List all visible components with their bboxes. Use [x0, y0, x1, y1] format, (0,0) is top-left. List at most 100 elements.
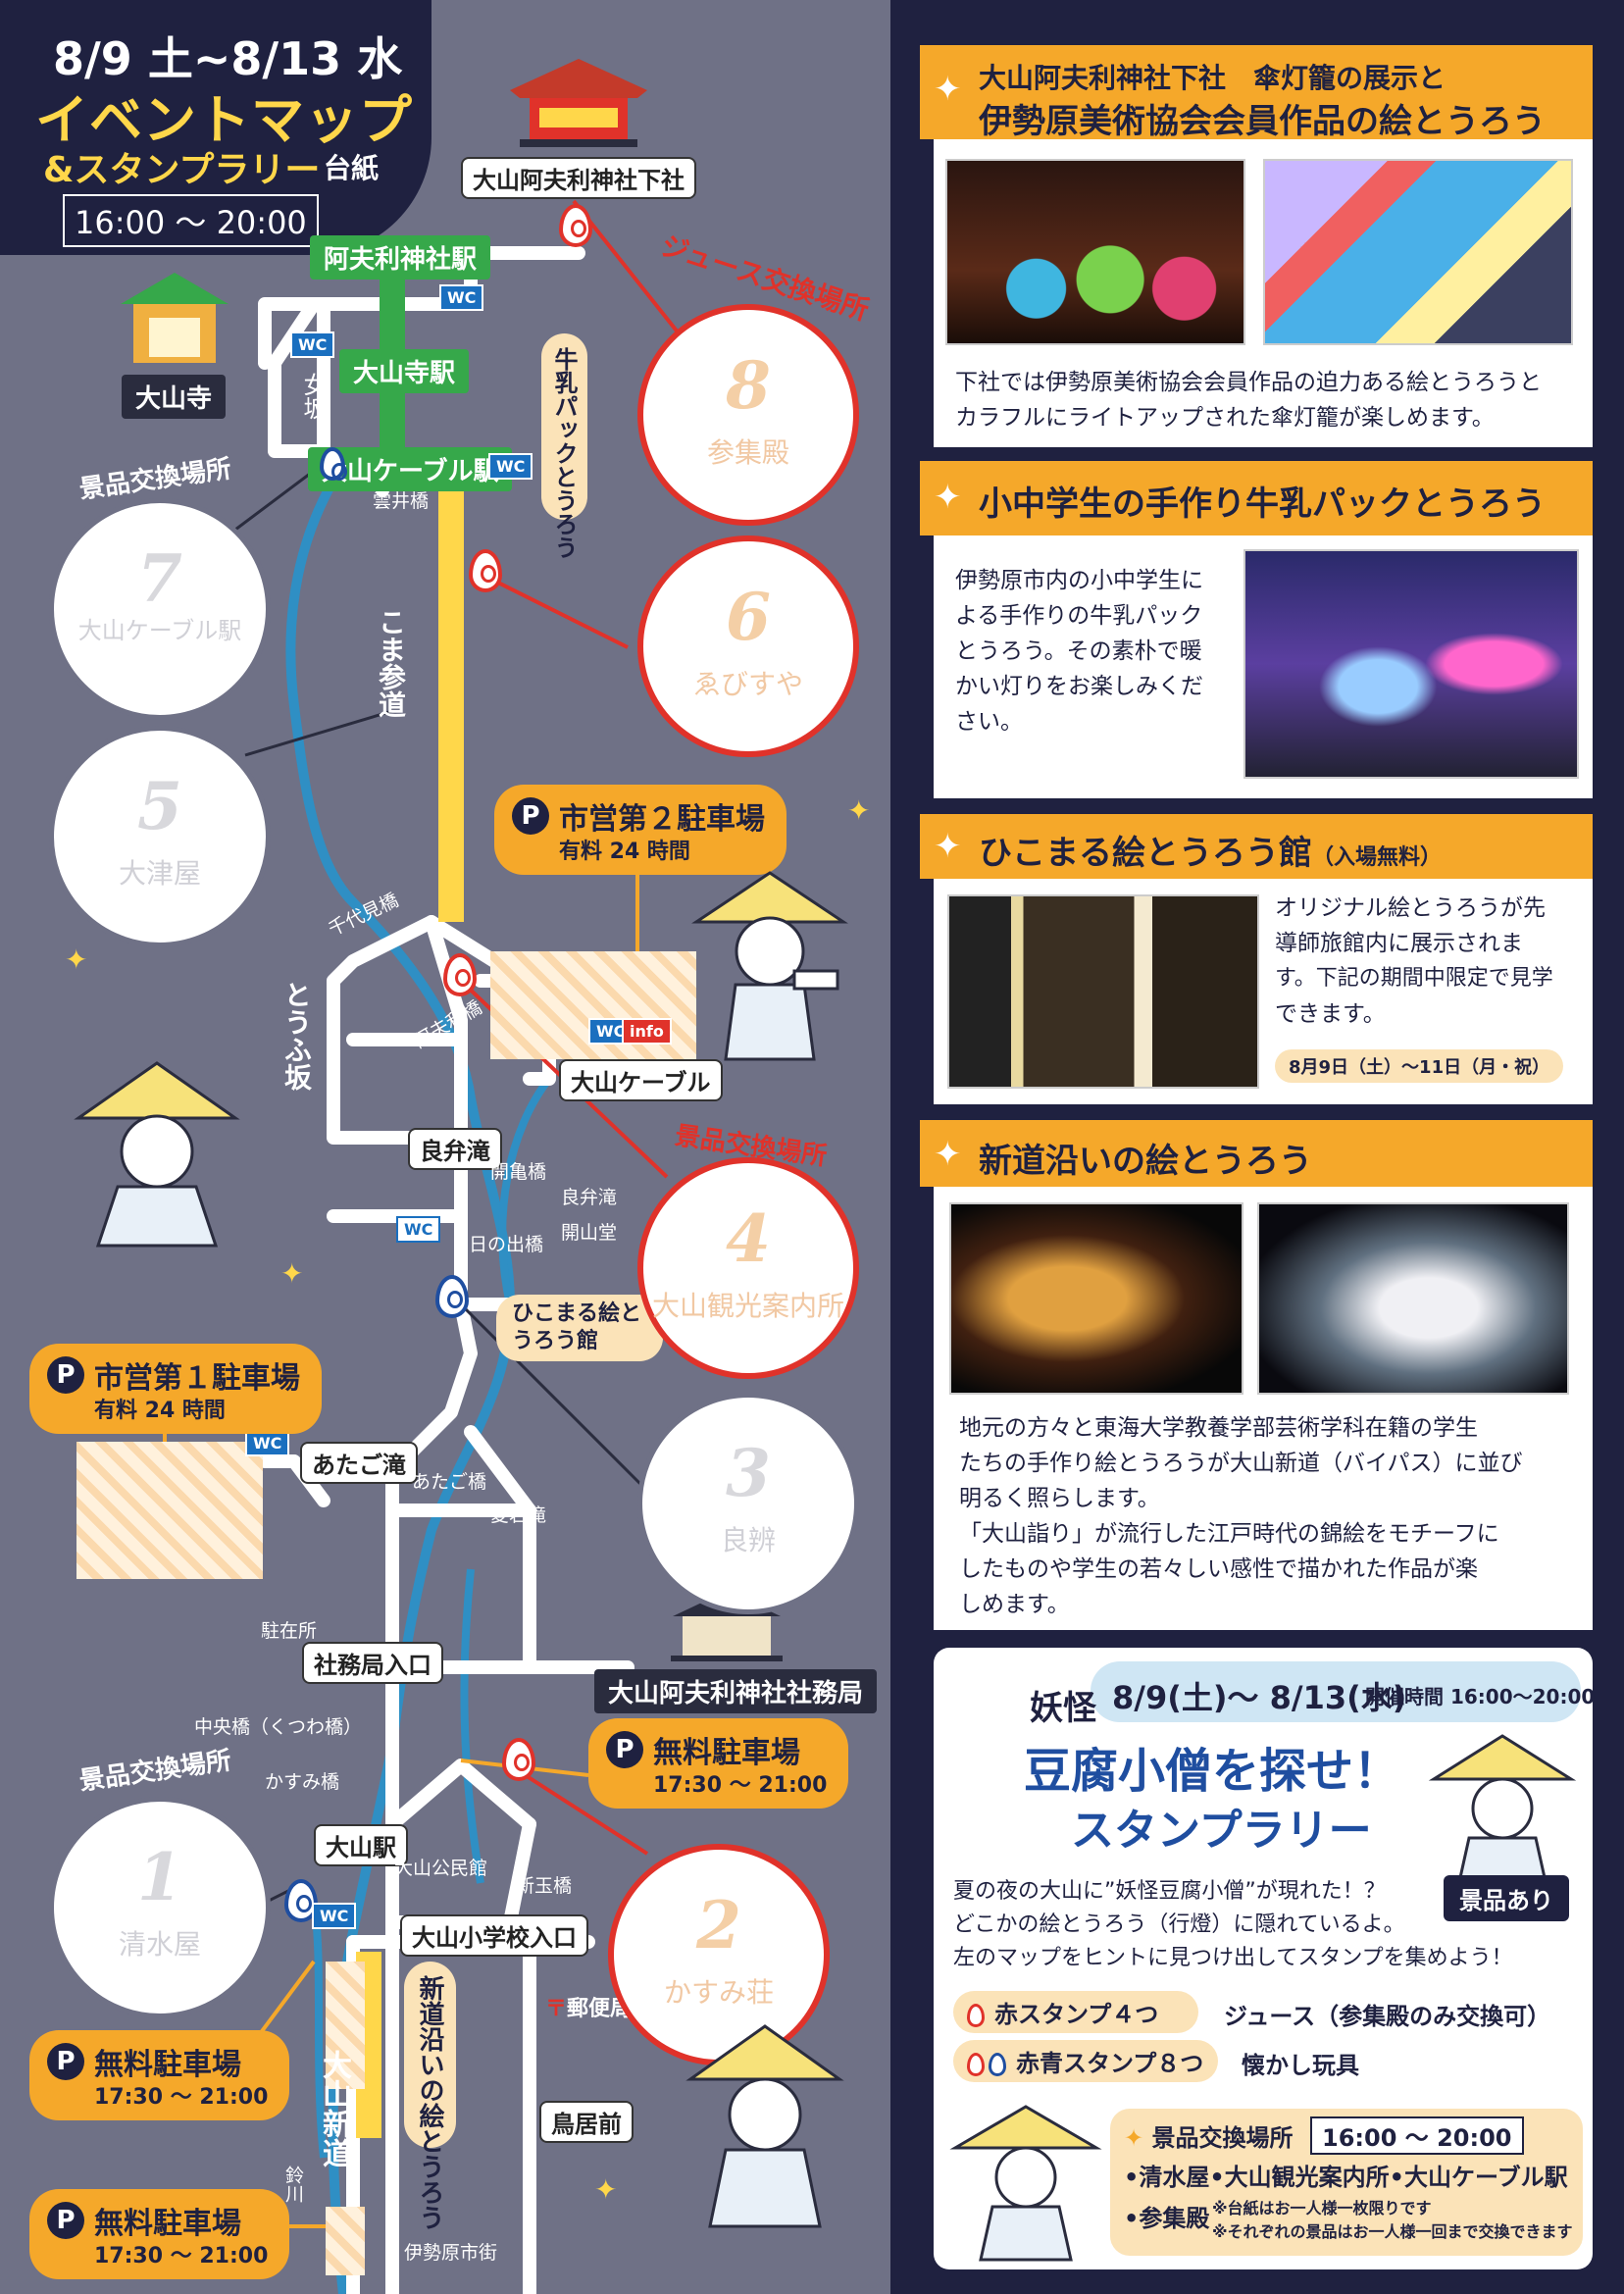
wc-icon: WC [488, 453, 533, 480]
card-title: 新道沿いの絵とうろう [979, 1142, 1312, 1181]
card-body-line: しめます。 [959, 1592, 1070, 1617]
exchange-time: 16:00 〜 20:00 [1310, 2116, 1524, 2155]
card-title: ひこまる絵とうろう館（入場無料） [979, 826, 1442, 874]
oyama-shindo-label: 大山新道 [317, 2050, 351, 2167]
card-body-line: よる手作りの牛乳パック [955, 603, 1203, 629]
exchange-note: ※台紙はお一人様一枚限りです [1212, 2199, 1432, 2218]
milk-pack-label: 牛乳パックとうろう [541, 333, 587, 559]
shrine-icon [500, 51, 657, 149]
wc-icon: WC [439, 284, 484, 311]
atago-bashi-label: あたご橋 [412, 1471, 487, 1493]
card-body-line: たちの手作り絵とうろうが大山新道（バイパス）に並び [959, 1451, 1523, 1476]
kominkan-label: 大山公民館 [394, 1858, 488, 1879]
parking-detail: 17:30 〜 21:00 [94, 2085, 269, 2110]
free-parking-area-a [326, 1962, 365, 2089]
parking-name: 無料駐車場 [94, 2207, 241, 2241]
isehara-city-label: 伊勢原市街 [404, 2242, 498, 2264]
stamp-rally-body-line: どこかの絵とうろう（行燈）に隠れているよ。 [953, 1912, 1405, 1937]
sparkle-icon: ✦ [934, 1135, 962, 1174]
stamp-rally-dates: 8/9(土)〜 8/13(水) [1112, 1679, 1407, 1716]
exchange-places-line1: •清水屋•大山観光案内所•大山ケーブル駅 [1124, 2164, 1568, 2191]
card-body-line: したものや学生の若々しい感性で描かれた作品が楽 [959, 1556, 1478, 1582]
photo-milk-lanterns [1243, 549, 1579, 779]
stamp-rally-dates-bar: 8/9(土)〜 8/13(水) 開催時間 16:00〜20:00 [1091, 1661, 1595, 1722]
sparkle-icon: ✦ [934, 827, 962, 866]
event-dates: 8/9 土~8/13 水 [53, 32, 403, 85]
card-header: ✦ 小中学生の手作り牛乳パックとうろう [920, 461, 1593, 535]
card-header: ✦ ひこまる絵とうろう館（入場無料） [920, 814, 1593, 879]
post-office-label: 〒郵便局 [545, 1991, 632, 2022]
tofu-kozo-character [59, 1049, 255, 1265]
shintama-bashi-label: 新玉橋 [516, 1875, 573, 1897]
stamp-pin-2 [502, 1738, 535, 1781]
temple-icon [116, 267, 233, 375]
stamp-name: 清水屋 [118, 1928, 201, 1961]
card-body-line: 地元の方々と東海大学教養学部芸術学科在籍の学生 [959, 1415, 1478, 1441]
elementary-entrance: 大山小学校入口 [400, 1914, 588, 1957]
exchange-title-text: 景品交換場所 [1151, 2124, 1294, 2152]
police-box-label: 駐在所 [261, 1620, 318, 1642]
tofu-kozo-character [686, 863, 853, 1089]
card-body-line: 導師旅館内に展示されま [1275, 931, 1523, 956]
stamp-pin-hikomaru [435, 1275, 469, 1318]
card-shindo-lanterns: ✦ 新道沿いの絵とうろう 地元の方々と東海大学教養学部芸術学科在籍の学生 たちの… [920, 1120, 1593, 1630]
info-icon: info [622, 1018, 672, 1045]
card-body-line: 下社では伊勢原美術協会会員作品の迫力ある絵とうろうと [955, 370, 1542, 395]
shamukyoku-label: 大山阿夫利神社社務局 [594, 1669, 878, 1713]
stamp-number: 1 [137, 1839, 182, 1915]
reward-red-stamps: 赤スタンプ４つ [953, 1991, 1198, 2033]
shrine-label: 大山阿夫利神社下社 [461, 157, 696, 199]
wc-icon: WC [245, 1430, 290, 1456]
card-title-line2: 伊勢原美術協会会員作品の絵とうろう [979, 102, 1546, 141]
exchange-title: ✦ 景品交換場所 [1124, 2118, 1293, 2153]
sparkle-icon: ✦ [847, 794, 871, 827]
bus-stop-oyama-cable: 大山ケーブル [559, 1059, 723, 1101]
stamp-circle-7: 7 大山ケーブル駅 [49, 498, 271, 720]
reward-label: 赤スタンプ４つ [994, 2001, 1159, 2028]
photo-shindo-lantern-1 [949, 1202, 1243, 1395]
photo-art-lanterns [1263, 159, 1573, 345]
parking-detail: 17:30 〜 21:00 [653, 1773, 828, 1798]
atago-taki-dot: 愛宕滝 [490, 1504, 547, 1526]
onnazaka-label: 女坂 [299, 373, 327, 420]
parking-icon: P [47, 2043, 84, 2080]
photo-umbrella-lanterns [945, 159, 1245, 345]
stamp-pin-4 [443, 953, 477, 996]
atago-taki-label: あたご滝 [300, 1442, 418, 1484]
sparkle-icon: ✦ [1124, 2124, 1152, 2152]
roben-taki-dot: 良弁滝 [561, 1187, 618, 1208]
card-body-line: 明るく照らします。 [959, 1486, 1160, 1511]
post-office-icon: 〒 [545, 1997, 568, 2021]
hikomaru-hall-label: ひこまる絵とうろう館 [496, 1295, 663, 1361]
photo-hikomaru-hall [947, 894, 1259, 1089]
free-parking-area-b [326, 2207, 365, 2275]
blue-stamp-icon [989, 2053, 1006, 2076]
stamp-circle-6: 6 ゑびすや [637, 535, 859, 757]
sparkle-icon: ✦ [65, 943, 88, 976]
hall-open-period: 8月9日（土）〜11日（月・祝） [1275, 1049, 1564, 1083]
stamp-number: 6 [726, 579, 771, 655]
card-body-line: できます。 [1275, 1001, 1386, 1027]
card-body-line: さい。 [955, 709, 1023, 735]
card-body-line: す。下記の期間中限定で見学 [1275, 966, 1553, 991]
reward-prize: ジュース（参集殿のみ交換可） [1224, 2003, 1551, 2030]
koma-sando-label: こま参道 [375, 608, 407, 718]
kasumi-bashi-label: かすみ橋 [265, 1771, 340, 1793]
photo-shindo-lantern-2 [1257, 1202, 1569, 1395]
stamp-rally-title1: 豆腐小僧を探せ！ [1024, 1744, 1401, 1799]
wc-icon: WC [588, 1018, 634, 1045]
stamp-number: 3 [726, 1435, 771, 1511]
parking-lot-1-area [76, 1442, 263, 1579]
stamp-number: 7 [137, 540, 182, 617]
suzukawa-label: 鈴川 [282, 2166, 304, 2203]
exchange-places-box: ✦ 景品交換場所 16:00 〜 20:00 •清水屋•大山観光案内所•大山ケー… [1110, 2109, 1583, 2256]
card-body-line: カラフルにライトアップされた傘灯籠が楽しめます。 [955, 405, 1495, 431]
stamp-rally-title2: スタンプラリー [1071, 1806, 1372, 1856]
stamp-rally-body-line: 夏の夜の大山に”妖怪豆腐小僧”が現れた！？ [953, 1879, 1386, 1904]
title-main: イベントマップ [35, 89, 413, 151]
roben-taki-label: 良弁滝 [408, 1128, 502, 1170]
prize-badge: 景品あり [1444, 1875, 1569, 1921]
tofu-zaka-label: とうふ坂 [280, 981, 313, 1091]
